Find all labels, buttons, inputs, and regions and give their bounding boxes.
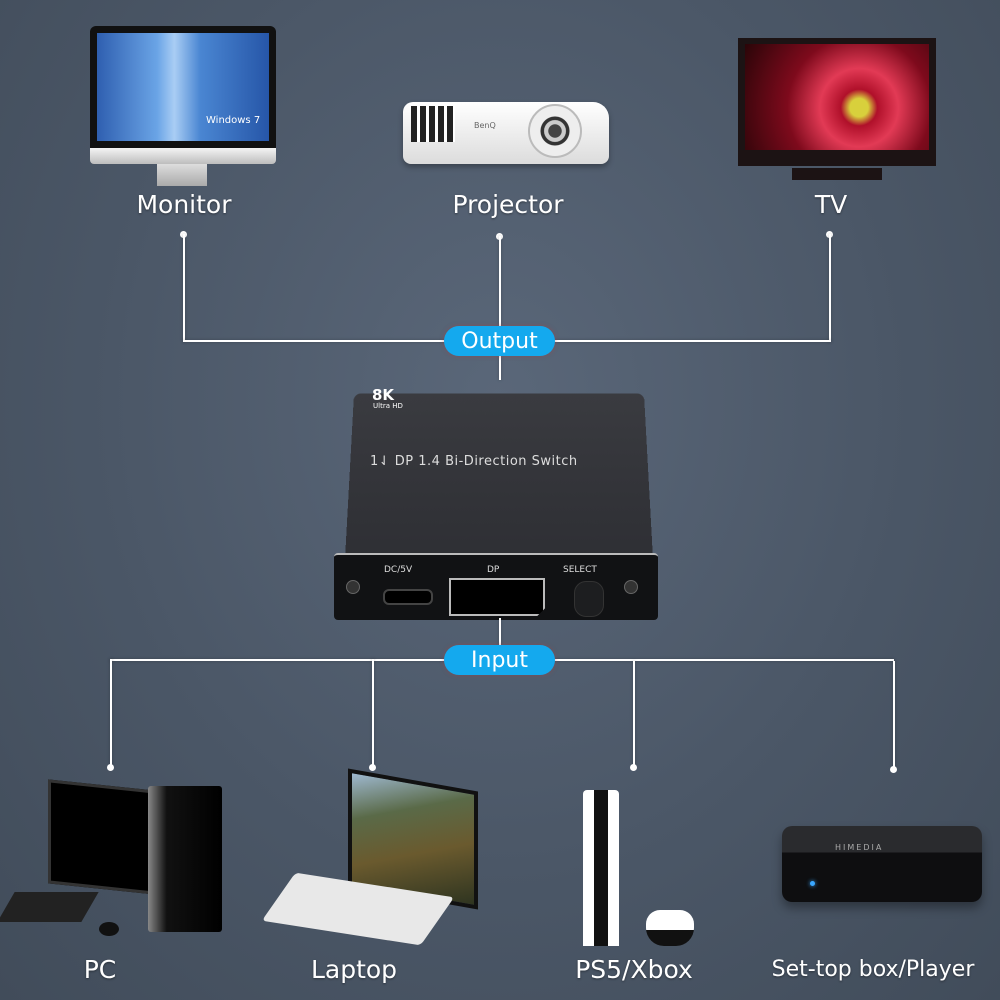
switch-top-panel	[345, 393, 653, 559]
power-led-icon	[810, 881, 815, 886]
projector-label: Projector	[452, 190, 564, 219]
monitor-chin	[90, 148, 276, 164]
screw-icon	[346, 580, 360, 594]
displayport-icon	[449, 578, 545, 616]
ps5-connector-dot	[630, 764, 637, 771]
output-pill-label: Output	[444, 326, 555, 356]
projector-vent	[411, 106, 455, 142]
laptop-connector-dot	[369, 764, 376, 771]
stb-connector-dot	[890, 766, 897, 773]
keyboard-icon	[0, 892, 99, 922]
projector-connector-line	[499, 236, 501, 326]
monitor-label: Monitor	[136, 190, 232, 219]
pc-monitor	[48, 779, 156, 895]
output-to-switch-line	[499, 356, 501, 380]
input-pill-label: Input	[444, 645, 555, 675]
pc-tower	[148, 786, 222, 932]
projector-lens-icon	[528, 104, 582, 158]
switch-title-text: 1⇃ DP 1.4 Bi-Direction Switch	[370, 454, 578, 469]
monitor-screen	[97, 33, 269, 141]
pc-label: PC	[83, 955, 117, 984]
set-top-box-brand-text: HIMEDIA	[835, 843, 884, 852]
ps5-console	[583, 790, 619, 946]
mouse-icon	[99, 922, 119, 936]
pc-connector-dot	[107, 764, 114, 771]
laptop-connector-line	[372, 659, 374, 767]
tv-screen	[745, 44, 929, 150]
screw-icon	[624, 580, 638, 594]
select-button-label: SELECT	[563, 565, 597, 575]
tv-label: TV	[814, 190, 848, 219]
pc-connector-line	[110, 659, 112, 767]
laptop-label: Laptop	[310, 955, 398, 984]
select-button	[574, 581, 604, 617]
tv-stand	[792, 168, 882, 180]
set-top-box-label: Set-top box/Player	[771, 957, 975, 982]
ps5-connector-line	[633, 661, 635, 767]
set-top-box-body	[782, 826, 982, 902]
stb-connector-line	[893, 661, 895, 769]
usb-c-port-icon	[383, 589, 433, 605]
switch-8k-badge: 8K	[372, 386, 395, 404]
projector-brand-text: BenQ	[474, 121, 496, 130]
monitor-connector-line	[183, 234, 185, 342]
monitor-stand	[157, 164, 207, 186]
switch-ultra-hd-text: Ultra HD	[373, 402, 403, 410]
switch-to-input-line	[499, 618, 501, 646]
game-controller-icon	[646, 910, 694, 946]
ps5-xbox-label: PS5/Xbox	[575, 955, 693, 984]
dc-port-label: DC/5V	[384, 565, 413, 575]
dp-port-label: DP	[487, 565, 500, 575]
tv-connector-line	[829, 234, 831, 342]
windows7-logo-text: Windows 7	[206, 115, 261, 126]
